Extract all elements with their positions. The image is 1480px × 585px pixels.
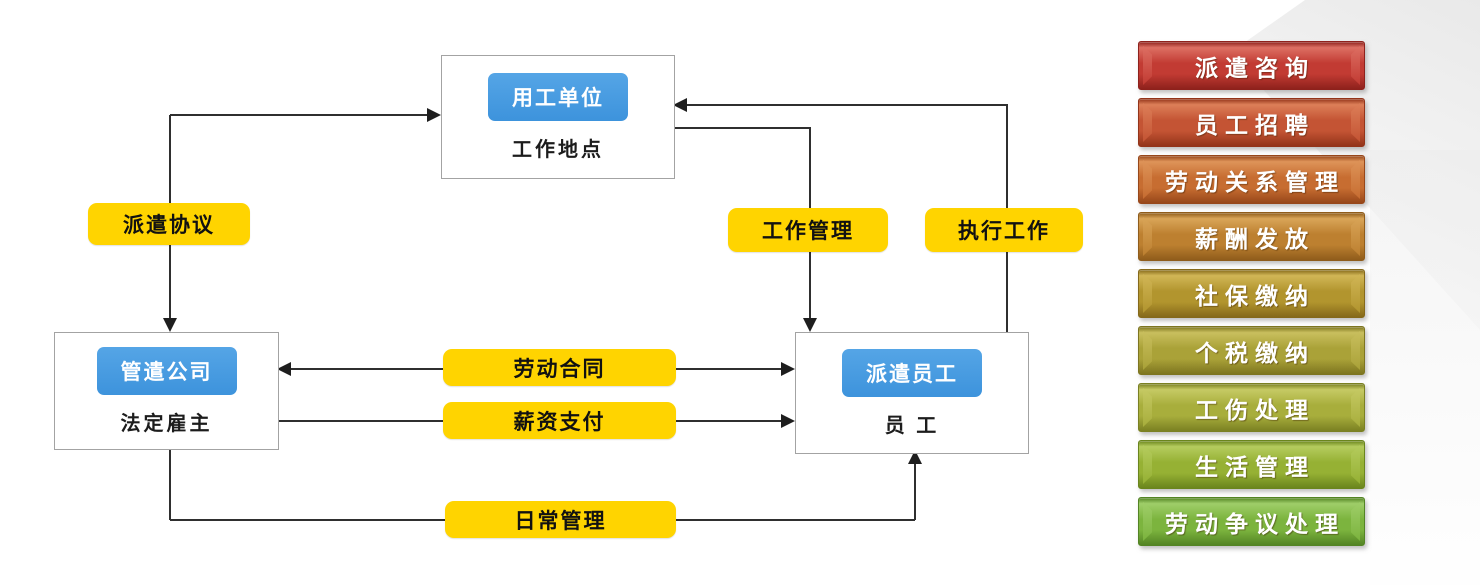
arrowhead-into-worker-top xyxy=(803,318,817,332)
service-bar-payroll-distribution: 薪酬发放 xyxy=(1138,212,1365,261)
node-agency: 管遣公司 法定雇主 xyxy=(54,332,279,450)
edge-label-daily-management: 日常管理 xyxy=(445,501,676,538)
arrowhead-into-employer-right xyxy=(673,98,687,112)
background-wash-right xyxy=(1370,150,1480,585)
edge-daily-management-vline-right xyxy=(914,462,916,520)
service-bar-work-injury: 工伤处理 xyxy=(1138,383,1365,432)
service-bar-dispatch-consulting: 派遣咨询 xyxy=(1138,41,1365,90)
edge-daily-management-vline-left xyxy=(169,448,171,520)
node-worker-title: 派遣员工 xyxy=(842,348,982,397)
arrowhead-into-worker-left-upper xyxy=(781,362,795,376)
node-agency-subtitle: 法定雇主 xyxy=(120,412,213,435)
edge-label-salary-payment: 薪资支付 xyxy=(443,402,676,439)
edge-dispatch-agreement-hline xyxy=(170,114,428,116)
edge-work-management-hline xyxy=(673,127,810,129)
arrowhead-into-worker-left-lower xyxy=(781,414,795,428)
node-employer-title: 用工单位 xyxy=(488,72,628,121)
service-bar-labor-relation-management: 劳动关系管理 xyxy=(1138,155,1365,204)
arrowhead-into-employer-left xyxy=(427,108,441,122)
edge-execute-work-hline xyxy=(687,104,1008,106)
service-bar-income-tax: 个税缴纳 xyxy=(1138,326,1365,375)
service-bar-employee-recruiting: 员工招聘 xyxy=(1138,98,1365,147)
node-worker-subtitle: 员 工 xyxy=(884,414,940,437)
node-agency-title: 管遣公司 xyxy=(96,346,237,395)
node-worker: 派遣员工 员 工 xyxy=(795,332,1029,454)
arrowhead-into-agency-top xyxy=(163,318,177,332)
service-bar-social-insurance: 社保缴纳 xyxy=(1138,269,1365,318)
edge-label-labor-contract: 劳动合同 xyxy=(443,349,676,386)
edge-label-dispatch-agreement: 派遣协议 xyxy=(88,203,250,245)
service-bar-labor-dispute: 劳动争议处理 xyxy=(1138,497,1365,546)
arrowhead-into-agency-right xyxy=(277,362,291,376)
service-bar-life-management: 生活管理 xyxy=(1138,440,1365,489)
edge-label-work-management: 工作管理 xyxy=(728,208,888,252)
node-employer-subtitle: 工作地点 xyxy=(512,138,604,161)
edge-label-execute-work: 执行工作 xyxy=(925,208,1083,252)
node-employer: 用工单位 工作地点 xyxy=(441,55,675,179)
